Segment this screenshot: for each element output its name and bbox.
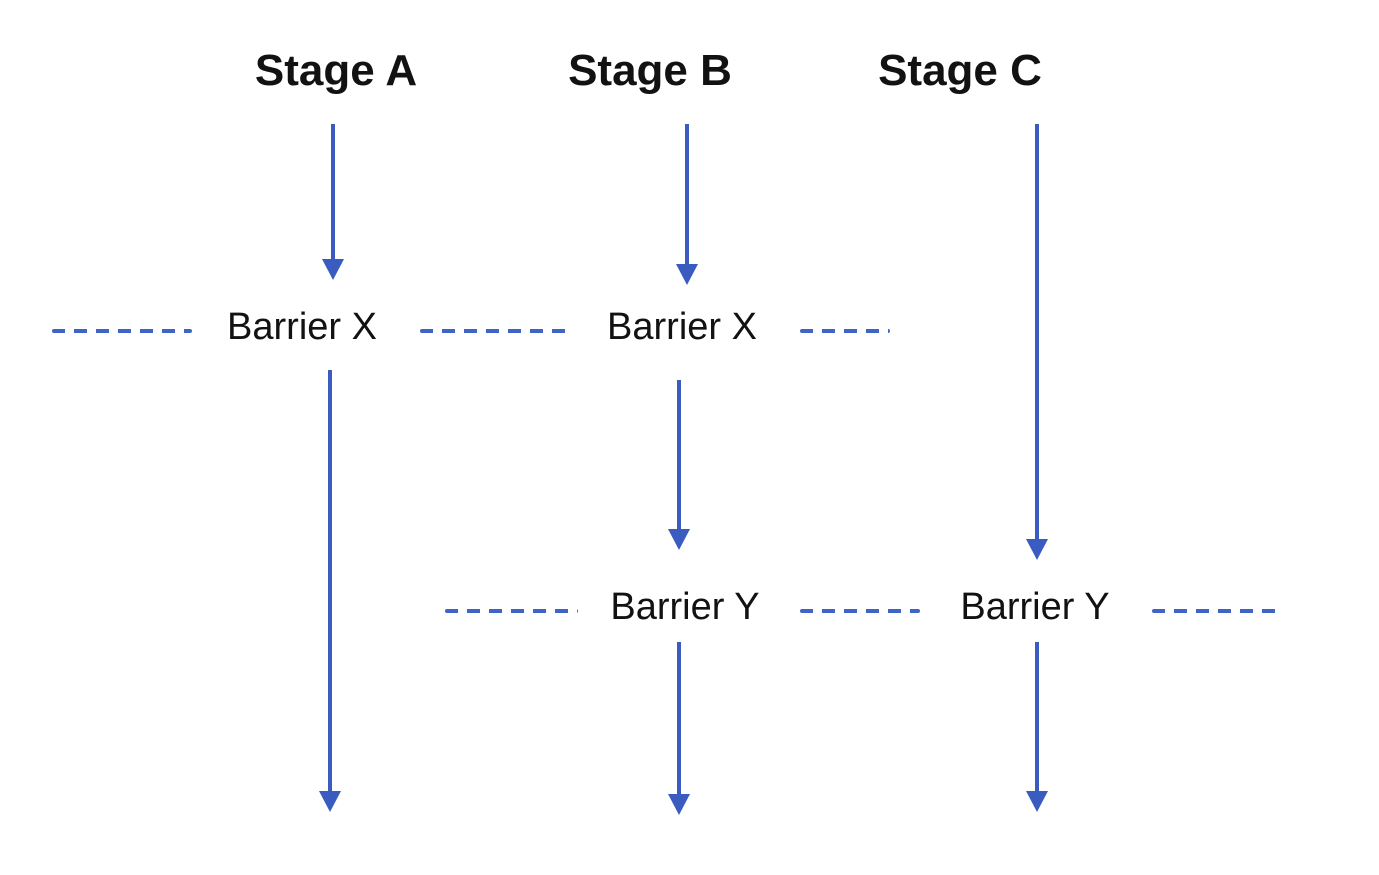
- arrow-shaft: [1035, 642, 1039, 791]
- stage-b-arrow-segment-3: [668, 642, 690, 815]
- stage-c-arrow-segment-1: [1026, 124, 1048, 560]
- barrier-y-dashed-line-middle: [800, 609, 920, 613]
- stage-a-label: Stage A: [254, 46, 418, 95]
- arrowhead-down-icon: [319, 791, 341, 812]
- barrier-y-dashed-line-left: [445, 609, 578, 613]
- barrier-x-dashed-line-right: [800, 329, 890, 333]
- arrowhead-down-icon: [668, 794, 690, 815]
- barrier-y-label-1: Barrier Y: [610, 586, 760, 628]
- arrowhead-down-icon: [322, 259, 344, 280]
- arrowhead-down-icon: [1026, 539, 1048, 560]
- arrowhead-down-icon: [676, 264, 698, 285]
- stage-b-arrow-segment-2: [668, 380, 690, 550]
- barrier-x-label-1: Barrier X: [227, 306, 377, 348]
- barrier-x-dashed-line-left: [52, 329, 192, 333]
- arrow-shaft: [677, 380, 681, 529]
- arrow-shaft: [328, 370, 332, 791]
- barrier-x-dashed-line-middle: [420, 329, 572, 333]
- arrow-shaft: [1035, 124, 1039, 539]
- stage-a-arrow-segment-1: [322, 124, 344, 280]
- arrow-shaft: [677, 642, 681, 794]
- barrier-y-label-2: Barrier Y: [960, 586, 1110, 628]
- arrow-shaft: [685, 124, 689, 264]
- arrowhead-down-icon: [668, 529, 690, 550]
- arrow-shaft: [331, 124, 335, 259]
- barrier-x-label-2: Barrier X: [607, 306, 757, 348]
- stage-c-arrow-segment-2: [1026, 642, 1048, 812]
- stage-a-arrow-segment-2: [319, 370, 341, 812]
- arrowhead-down-icon: [1026, 791, 1048, 812]
- barrier-y-dashed-line-right: [1152, 609, 1282, 613]
- stage-c-label: Stage C: [878, 46, 1042, 95]
- stage-b-arrow-segment-1: [676, 124, 698, 285]
- stage-b-label: Stage B: [568, 46, 732, 95]
